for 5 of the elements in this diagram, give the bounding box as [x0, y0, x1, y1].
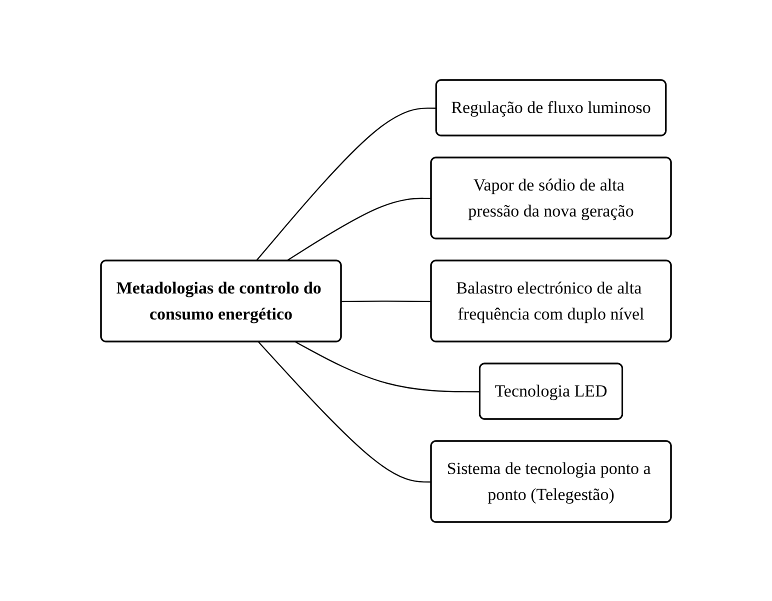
connector: [256, 107, 437, 261]
connector: [342, 300, 432, 302]
connector: [258, 341, 432, 482]
connector: [295, 340, 480, 392]
connector: [286, 197, 432, 261]
